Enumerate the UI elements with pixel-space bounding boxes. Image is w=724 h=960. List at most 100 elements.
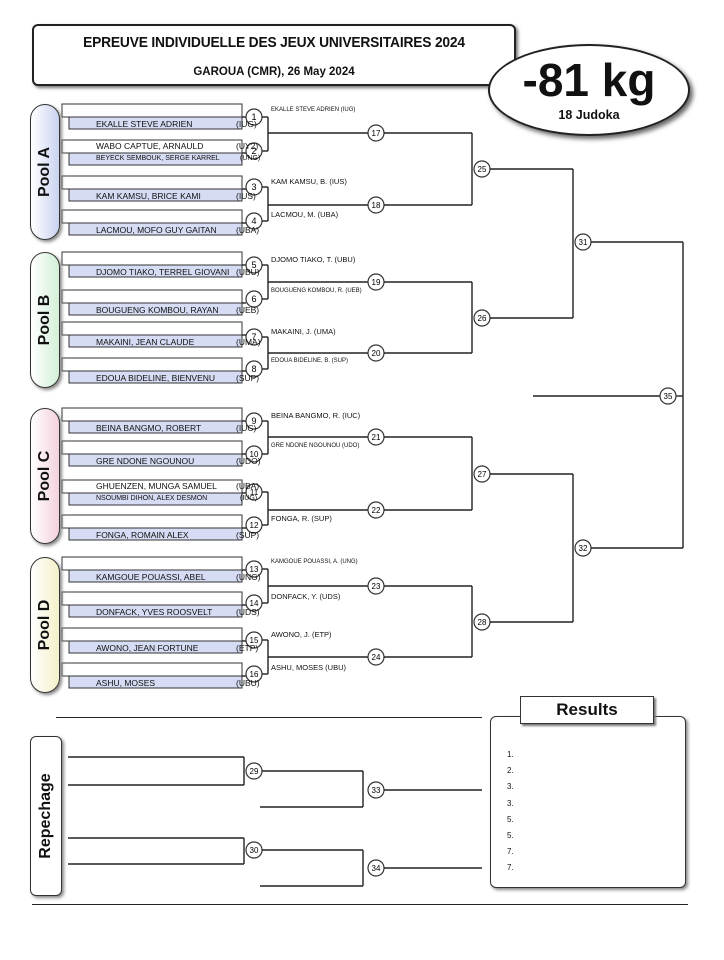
competitor-club: (UDS) [236,607,260,617]
competitor-name-text: GHUENZEN, MUNGA SAMUEL [96,481,217,491]
competitor-name: EKALLE STEVE ADRIEN(IUG) [96,119,257,129]
round1-winner: FONGA, R. (SUP) [271,514,332,523]
entry-slot-top [61,440,243,455]
competitor-club: (UBA) [236,225,260,235]
competitor-club: (UNG) [236,572,261,582]
competitor-club: (ETP) [236,643,259,653]
weight-category-badge: -81 kg 18 Judoka [488,44,690,136]
round1-winner: EDOUA BIDELINE, B. (SUP) [271,358,349,364]
competitor-name: DONFACK, YVES ROOSVELT (UDS) [96,607,260,617]
result-place: 7. [507,847,514,857]
competitor-name-text: NSOUMBI DIHON, ALEX DESMON [96,495,208,502]
competitor-name-text: KAM KAMSU, BRICE KAMI [96,191,201,201]
entry-slot-top [61,556,243,571]
result-place: 5. [507,831,514,840]
round1-winner: EKALLE STEVE ADRIEN (IUG) [271,107,356,113]
separator-line [32,904,688,905]
round1-winner: LACMOU, M. (UBA) [271,210,339,219]
contest-circle-r1-label: 3 [251,182,256,192]
entry-slot-bottom [68,222,243,236]
contest-circle-r1-label: 1 [251,112,256,122]
round1-winner: MAKAINI, J. (UMA) [271,327,336,336]
contest-circle-r2-label: 21 [372,433,381,442]
contest-circle-r1-label: 8 [251,364,256,374]
competitor-name-text: BOUGUENG KOMBOU, RAYAN [96,305,219,315]
competitor-club: (UNG) [240,155,261,162]
competitor-name: MAKAINI, JEAN CLAUDE (UMA) [96,337,261,347]
contest-circle-r3-label: 26 [478,314,487,323]
competitor-name-text: WABO CAPTUE, ARNAULD [96,141,204,151]
entry-slot-top [61,175,243,190]
pool-label: Pool B [36,294,53,346]
competitor-name: DJOMO TIAKO, TERREL GIOVANI(UBU) [96,267,260,277]
pool-d-label-box: Pool D [30,557,60,693]
result-place: 7. [507,863,514,873]
competitor-name-text: DONFACK, YVES ROOSVELT [96,607,213,617]
entry-slot-top [61,627,243,642]
competitor-name-text: ASHU, MOSES [96,678,156,688]
competitor-name: BEYECK SEMBOUK, SERGE KARREL (UNG) [96,155,260,162]
entry-slot-bottom [68,152,243,166]
contest-circle-r3-label: 28 [478,618,487,627]
entry-slot-bottom [68,116,243,130]
entry-slot-bottom [68,370,243,384]
pool-label: Pool A [36,146,53,198]
competitor-name-text: AWONO, JEAN FORTUNE [96,643,199,653]
round1-winner: BEINA BANGMO, R. (IUC) [271,411,361,420]
result-place: 3. [507,782,514,792]
competitor-name-text: MAKAINI, JEAN CLAUDE [96,337,195,347]
competitor-club: (UBU) [236,678,260,688]
contest-circle-r2-label: 24 [372,653,381,662]
round1-winner: KAM KAMSU, B. (IUS) [271,177,347,186]
contest-circle-r1-label: 7 [251,332,256,342]
contest-circle-final [659,387,677,405]
contest-circle-r1-label: 15 [250,636,259,645]
competitor-name: GRE NDONE NGOUNOU(UDO) [96,456,261,466]
result-place: 5. [507,814,514,824]
competitor-name: ASHU, MOSES (UBU) [96,678,260,688]
competitor-name-text: BEYECK SEMBOUK, SERGE KARREL [96,155,220,162]
competitor-club: (IUC) [236,423,257,433]
entry-slot-bottom [68,302,243,316]
contest-circle-r1-label: 14 [250,599,259,608]
competitor-name-text: KAMGOUE POUASSI, ABEL [96,572,206,582]
competitor-club: (IUG) [240,495,258,502]
competitor-club: (UDO) [236,456,261,466]
competitor-club: (SUP) [236,530,260,540]
competitor-name: KAM KAMSU, BRICE KAMI (IUS) [96,191,256,201]
round1-winner: GRE NDONE NGOUNOU (UDO) [271,443,360,449]
entry-slot-bottom [68,527,243,541]
contest-circle-r1-label: 13 [250,565,259,574]
entry-slot-bottom [68,640,243,654]
separator-line [56,717,482,718]
competitor-name: BOUGUENG KOMBOU, RAYAN(UEB) [96,305,259,315]
contest-circle-r2-label: 18 [372,201,381,210]
entry-slot-top [61,321,243,336]
entry-slot-top [61,289,243,304]
contest-circle-r2-label: 23 [372,582,381,591]
competitor-club: (IUS) [236,191,256,201]
entry-slot-bottom [68,453,243,467]
entry-slot-bottom [68,604,243,618]
contest-circle-repechage-label: 30 [250,846,259,855]
round1-winner: ASHU, MOSES (UBU) [271,663,347,672]
round1-winner: DJOMO TIAKO, T. (UBU) [271,255,356,264]
entry-slot-bottom [68,188,243,202]
contest-circle-r2-label: 17 [372,129,381,138]
competitor-club: (UMA) [236,337,261,347]
entry-slot-top [61,407,243,422]
entry-slot-top [61,591,243,606]
contest-circle-r1-label: 10 [250,450,259,459]
competitor-name: AWONO, JEAN FORTUNE (ETP) [96,643,258,653]
contest-circle-r1-label: 6 [251,294,256,304]
contest-circle-final-label: 35 [664,392,673,401]
event-subtitle: GAROUA (CMR), 26 May 2024 [193,66,355,78]
round1-winner: DONFACK, Y. (UDS) [271,592,341,601]
round1-winner: KAMGOUE POUASSI, A. (UNG) [271,559,358,565]
entry-slot-top [61,209,243,224]
contest-circle-r1-label: 16 [250,670,259,679]
entry-slot-top [61,103,243,118]
entry-slot-top [61,251,243,266]
competitor-name-text: BEINA BANGMO, ROBERT [96,423,202,433]
competitor-club: (UY2) [236,141,259,151]
